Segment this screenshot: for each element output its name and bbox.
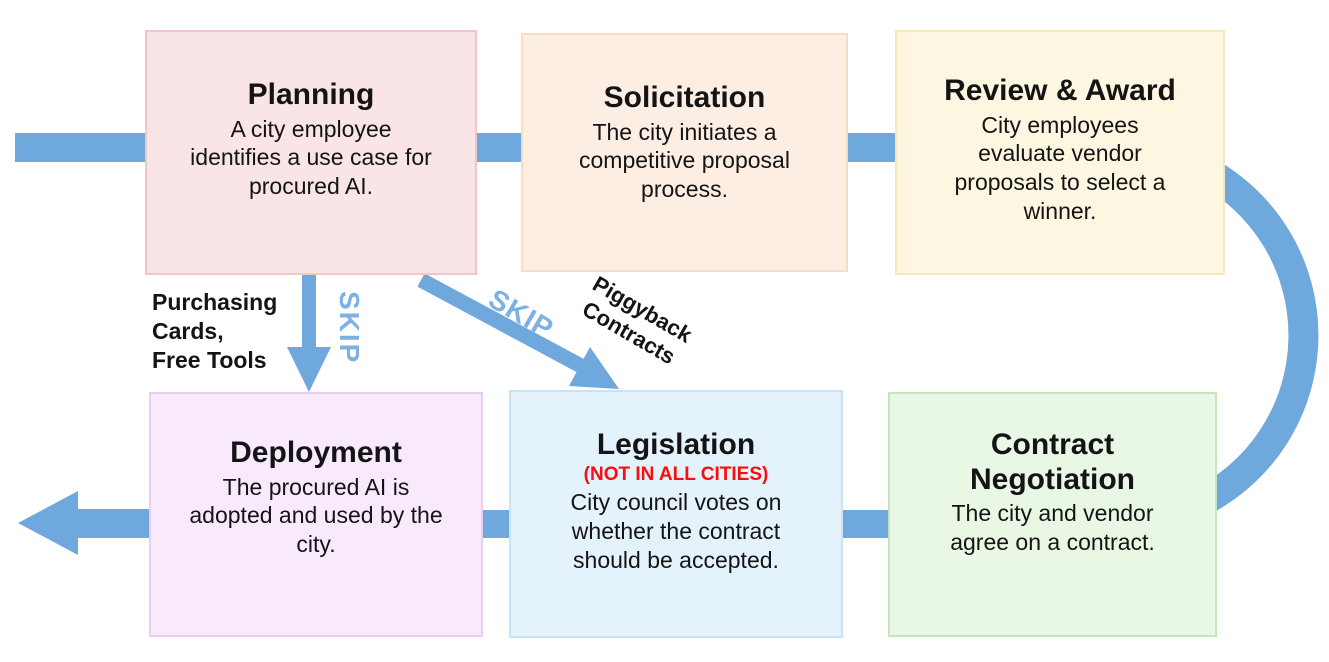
contract-negotiation-title: Contract Negotiation [970, 428, 1135, 496]
purchasing-cards-free-tools-label: Purchasing Cards, Free Tools [152, 289, 278, 373]
skip-arrow-vertical-head [287, 347, 331, 392]
legislation-warning: (NOT IN ALL CITIES) [583, 463, 769, 485]
skip-label-vertical: SKIP [334, 291, 365, 365]
legislation-description: City council votes on whether the contra… [570, 489, 782, 574]
skip-arrow-diagonal-head [569, 347, 619, 389]
contract-negotiation-box: Contract Negotiation The city and vendor… [888, 392, 1217, 637]
solicitation-description: The city initiates a competitive proposa… [579, 118, 790, 203]
planning-title: Planning [247, 78, 375, 111]
connector-planning-solicitation [475, 133, 523, 162]
planning-description: A city employee identifies a use case fo… [190, 115, 432, 200]
review-award-title: Review & Award [944, 74, 1176, 107]
skip-arrow-diagonal-shaft [417, 273, 587, 374]
arrow-out-deployment-head [18, 491, 78, 555]
arrow-into-planning [15, 133, 147, 162]
legislation-box: Legislation (NOT IN ALL CITIES) City cou… [509, 390, 843, 638]
solicitation-box: Solicitation The city initiates a compet… [521, 33, 848, 272]
skip-arrow-vertical-shaft [302, 274, 316, 350]
planning-box: Planning A city employee identifies a us… [145, 30, 477, 275]
deployment-box: Deployment The procured AI is adopted an… [149, 392, 483, 637]
arc-review-to-contract [1188, 154, 1319, 519]
review-award-description: City employees evaluate vendor proposals… [954, 111, 1166, 225]
solicitation-title: Solicitation [603, 81, 766, 114]
connector-contract-legislation [841, 510, 890, 538]
contract-negotiation-description: The city and vendor agree on a contract. [950, 500, 1155, 555]
deployment-description: The procured AI is adopted and used by t… [189, 473, 443, 558]
deployment-title: Deployment [230, 436, 402, 469]
arrow-out-deployment-shaft [72, 509, 151, 538]
connector-solicitation-review [846, 133, 897, 162]
review-award-box: Review & Award City employees evaluate v… [895, 30, 1225, 275]
connector-legislation-deployment [481, 510, 511, 538]
legislation-title: Legislation [596, 428, 756, 461]
